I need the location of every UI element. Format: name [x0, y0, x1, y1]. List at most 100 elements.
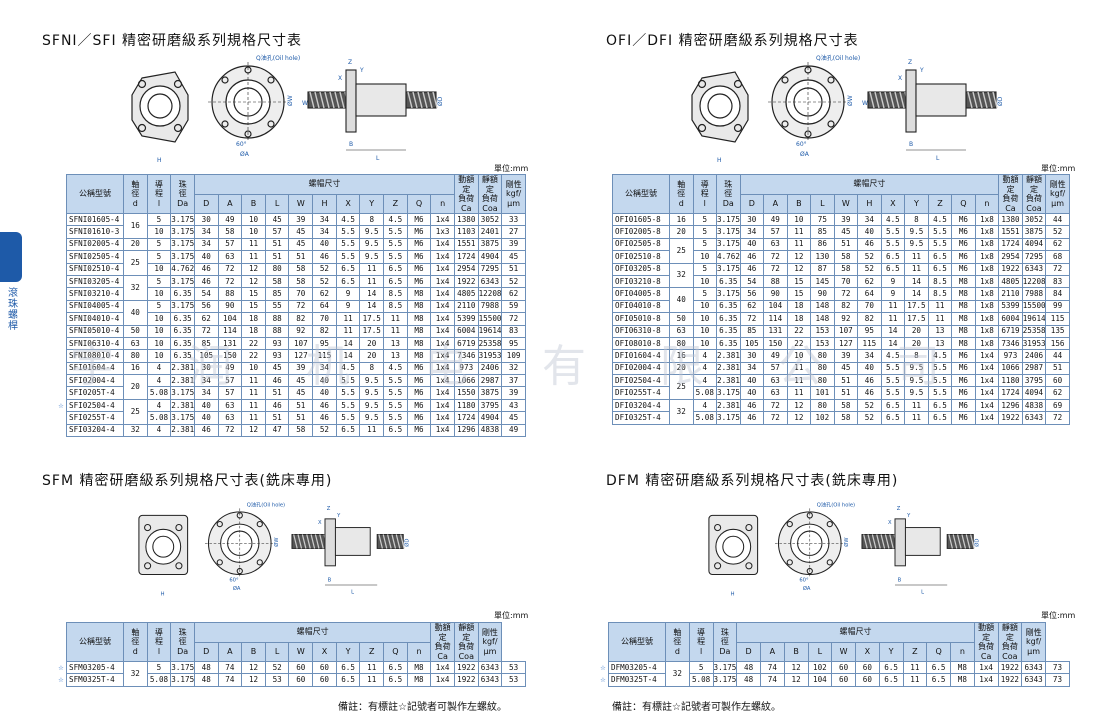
- cell: 12: [786, 398, 812, 413]
- cell: 46: [264, 398, 290, 413]
- cell: 34: [193, 225, 219, 239]
- cell: 45: [833, 225, 859, 239]
- cell: 6.5: [926, 673, 951, 687]
- cell: 5.5: [383, 398, 408, 413]
- cell: 3795: [1021, 374, 1047, 388]
- cell: 11: [359, 423, 385, 438]
- cell: 12: [241, 262, 266, 276]
- cell: 148: [810, 299, 835, 314]
- cell: 3.175: [712, 660, 738, 675]
- thread: [417, 91, 423, 109]
- cell: 11: [335, 312, 361, 326]
- cell: M8: [950, 660, 975, 675]
- cell: 1x4: [974, 411, 1000, 425]
- thread: [309, 91, 315, 109]
- cell: 11: [241, 411, 266, 425]
- cell: 10: [146, 262, 172, 276]
- label-angle: 60°: [229, 577, 239, 583]
- label-od: ØD: [437, 96, 444, 106]
- cell: 2.381: [170, 398, 195, 413]
- cell: 4.5: [927, 212, 953, 227]
- cell: 75: [810, 212, 835, 227]
- cell: 57: [264, 225, 290, 239]
- screw-view: [307, 69, 438, 151]
- cell: 63: [217, 411, 243, 425]
- cell: 3.175: [716, 411, 741, 425]
- cell: 6.5: [878, 660, 904, 675]
- label-z: Z: [897, 506, 901, 512]
- cell: 56: [193, 299, 219, 314]
- cell: 3.175: [716, 212, 741, 227]
- cell: 51: [288, 411, 314, 425]
- front-view: [775, 508, 845, 578]
- cell: M6: [406, 274, 432, 289]
- cell: 3.175: [712, 673, 738, 687]
- cell-model: DFI03204-4: [612, 398, 670, 413]
- cell: 48: [736, 673, 761, 687]
- cell: 51: [288, 250, 314, 264]
- cell: 1x4: [430, 274, 455, 289]
- cell: 58: [288, 262, 314, 276]
- cell: 3052: [1021, 212, 1047, 227]
- cell-model: DFM03205-4: [608, 660, 666, 675]
- cell: 52: [312, 262, 337, 276]
- cell-model: SFNI04005-4: [66, 299, 124, 314]
- cell: 40: [739, 374, 765, 388]
- section-title-dfm: DFM 精密研磨級系列規格尺寸表(銑床專用): [606, 473, 899, 489]
- cell-model: SFNI01605-4: [66, 212, 124, 227]
- cell-shaft: 20: [669, 361, 694, 376]
- header-col-h: H: [312, 193, 337, 214]
- cell: 148: [810, 312, 835, 326]
- cell: 69: [1045, 398, 1070, 413]
- cell: 87: [810, 262, 835, 276]
- nut-body-side: [355, 83, 407, 117]
- front-bolt-hole: [216, 520, 223, 528]
- side-tab[interactable]: [0, 232, 22, 282]
- cell: 34: [739, 225, 765, 239]
- side-view: [131, 71, 189, 143]
- header-col-a: A: [763, 193, 788, 214]
- cell: 39: [833, 349, 859, 363]
- cell: M6: [406, 262, 432, 276]
- cell: 58: [833, 262, 859, 276]
- label-b: B: [898, 577, 902, 583]
- cell: 5399: [998, 299, 1023, 314]
- header-col-d: D: [739, 193, 765, 214]
- cell: 12208: [1021, 274, 1047, 289]
- thread: [965, 534, 971, 549]
- header-col-d: D: [193, 193, 219, 214]
- cell: 11: [383, 312, 408, 326]
- cell: 5: [692, 212, 718, 227]
- cell: 4904: [477, 250, 503, 264]
- label-b: B: [349, 141, 353, 148]
- thread: [889, 534, 894, 549]
- cell-model: OFI02005-8: [612, 225, 670, 239]
- nut-body-side: [904, 527, 941, 556]
- cell: 48: [193, 660, 219, 675]
- label-angle: 60°: [236, 141, 247, 148]
- cell: 82: [288, 312, 314, 326]
- nut-ring: [715, 528, 752, 565]
- cell: 34: [857, 212, 882, 227]
- star-mark: [56, 350, 67, 362]
- cell: 54: [739, 274, 765, 289]
- cell: M6: [406, 398, 432, 413]
- bore: [707, 93, 733, 119]
- cell: 6004: [453, 324, 479, 338]
- cell: 8: [904, 212, 929, 227]
- cell: 85: [264, 287, 290, 301]
- thread: [957, 534, 962, 549]
- header-col-y: Y: [878, 641, 904, 662]
- cell: 48: [736, 660, 761, 675]
- cell: 5.5: [335, 411, 361, 425]
